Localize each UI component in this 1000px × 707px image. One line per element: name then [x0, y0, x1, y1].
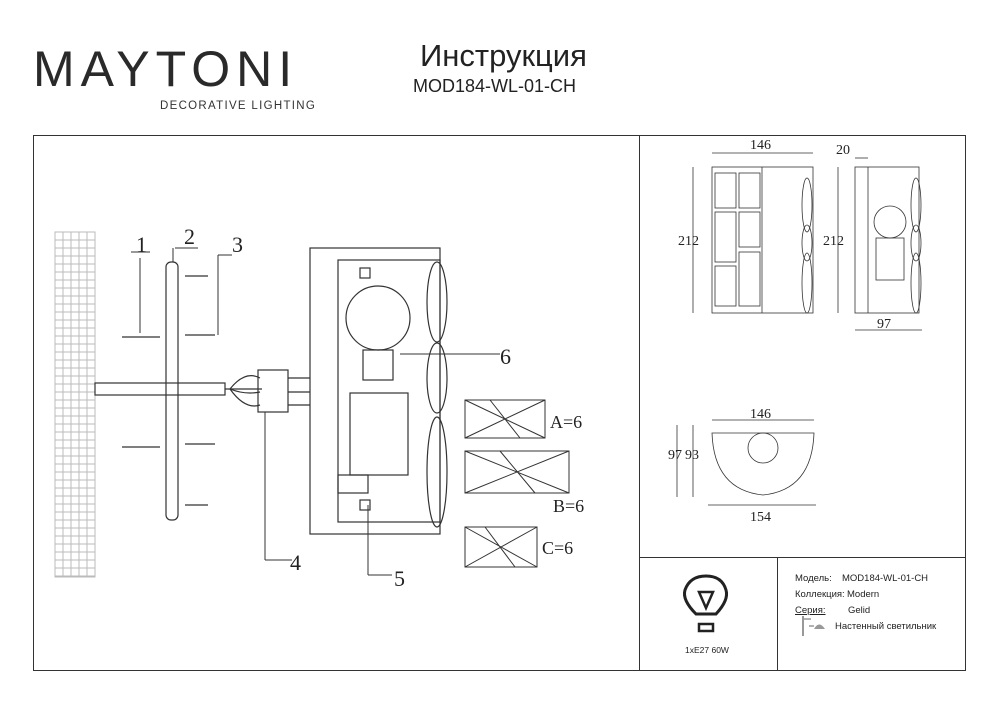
dim-top-width: 146 [750, 407, 771, 422]
brand-tagline: DECORATIVE LIGHTING [160, 100, 317, 112]
crystal-b-label: B=6 [553, 496, 584, 516]
leader-lines [131, 247, 500, 576]
bracket-icon [94, 261, 310, 521]
callout-5: 5 [394, 566, 405, 591]
bulb-icon [683, 574, 728, 633]
drawing-frame [33, 135, 966, 671]
divider [777, 557, 778, 671]
callout-1: 1 [136, 232, 147, 257]
callout-6: 6 [500, 344, 511, 369]
collection-label: Коллекция: [795, 589, 845, 600]
dim-side-height: 212 [823, 234, 844, 249]
fixture-type: Настенный светильник [835, 621, 937, 632]
model-value: MOD184-WL-01-CH [842, 573, 929, 584]
dim-side-offset: 20 [836, 143, 850, 158]
page-title: Инструкция [420, 38, 587, 73]
callout-4: 4 [290, 550, 301, 575]
top-view [676, 419, 816, 506]
model-number: MOD184-WL-01-CH [413, 76, 577, 96]
dim-side-depth: 97 [877, 317, 891, 332]
series-label: Серия: [795, 605, 826, 616]
dim-top-total-width: 154 [750, 510, 771, 525]
divider [639, 557, 966, 558]
wall-icon [54, 231, 96, 578]
lamp-body-icon [309, 247, 448, 535]
dimension-drawings: 146 212 20 212 97 146 97 93 154 [668, 138, 922, 525]
dim-top-depth-outer: 97 [668, 448, 682, 463]
dim-front-width: 146 [750, 138, 771, 153]
front-view [692, 152, 814, 314]
divider [639, 135, 640, 671]
assembly-diagram: 1 2 3 4 5 6 A=6 B=6 C=6 [54, 224, 584, 591]
crystal-c-label: C=6 [542, 538, 573, 558]
crystal-a-label: A=6 [550, 412, 582, 432]
callout-2: 2 [184, 224, 195, 249]
model-label: Модель: [795, 573, 832, 584]
dim-top-depth-inner: 93 [685, 448, 699, 463]
side-view [837, 157, 922, 331]
callout-3: 3 [232, 232, 243, 257]
series-value: Gelid [848, 605, 871, 616]
wall-lamp-icon [802, 616, 825, 636]
dim-front-height: 212 [678, 234, 699, 249]
brand-logo: MAYTONI [33, 41, 299, 97]
bulb-spec: 1xE27 60W [685, 645, 729, 655]
crystal-icons [464, 399, 570, 568]
collection-value: Modern [847, 589, 880, 600]
